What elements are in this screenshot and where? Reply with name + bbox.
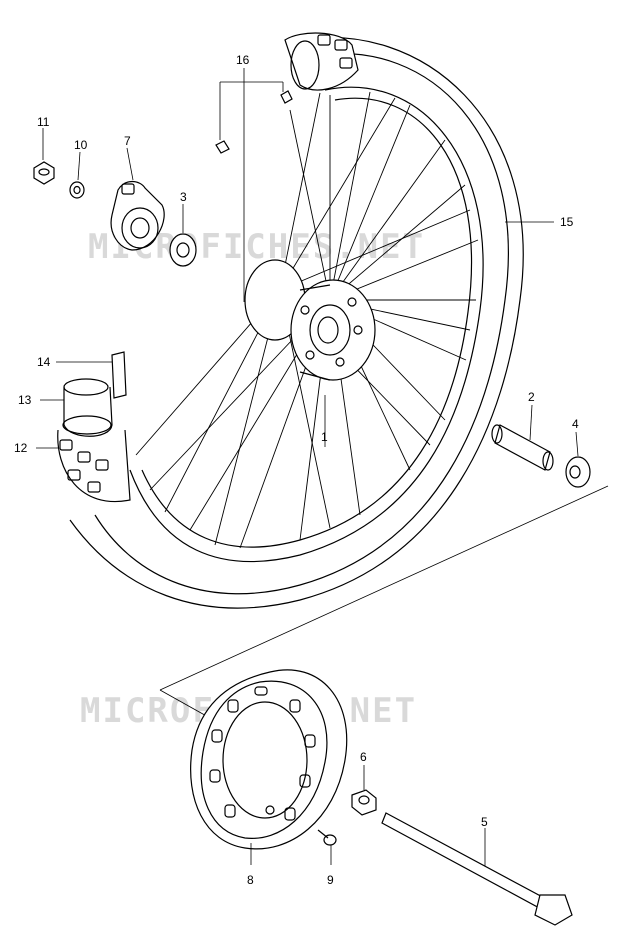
hub-1 [244,259,376,381]
axle-5 [381,812,573,926]
spacer-2 [491,424,554,471]
nut-11 [33,161,55,185]
callout-15: 15 [560,215,574,229]
leader-lines [36,68,579,866]
assembly-axis-lines [159,485,609,719]
collar-6 [351,789,377,816]
callout-9: 9 [327,873,334,887]
spokes [135,91,479,549]
callout-10: 10 [74,138,88,152]
callout-12: 12 [14,441,28,455]
bolt-9 [317,829,337,846]
callout-11: 11 [37,115,50,129]
callout-13: 13 [18,393,32,407]
callout-labels: 11 10 7 3 16 15 14 13 12 2 4 1 6 5 8 9 [14,53,579,887]
rim-lock-top [284,32,359,91]
callout-2: 2 [528,390,535,404]
callout-5: 5 [481,815,488,829]
wheel-rim-15 [69,36,524,609]
callout-14: 14 [37,355,51,369]
bearing-3 [169,233,197,267]
bearing-4 [565,456,591,488]
spoke-nipple-16 [215,90,293,154]
callout-7: 7 [124,134,131,148]
brake-disc-8 [190,669,348,850]
callout-3: 3 [180,190,187,204]
speedometer-gearbox-7 [110,180,165,251]
rim-lock-left [57,351,131,503]
callout-4: 4 [572,417,579,431]
callout-6: 6 [360,750,367,764]
callout-16: 16 [236,53,250,67]
washer-10 [69,181,85,199]
callout-8: 8 [247,873,254,887]
callout-1: 1 [321,430,328,444]
